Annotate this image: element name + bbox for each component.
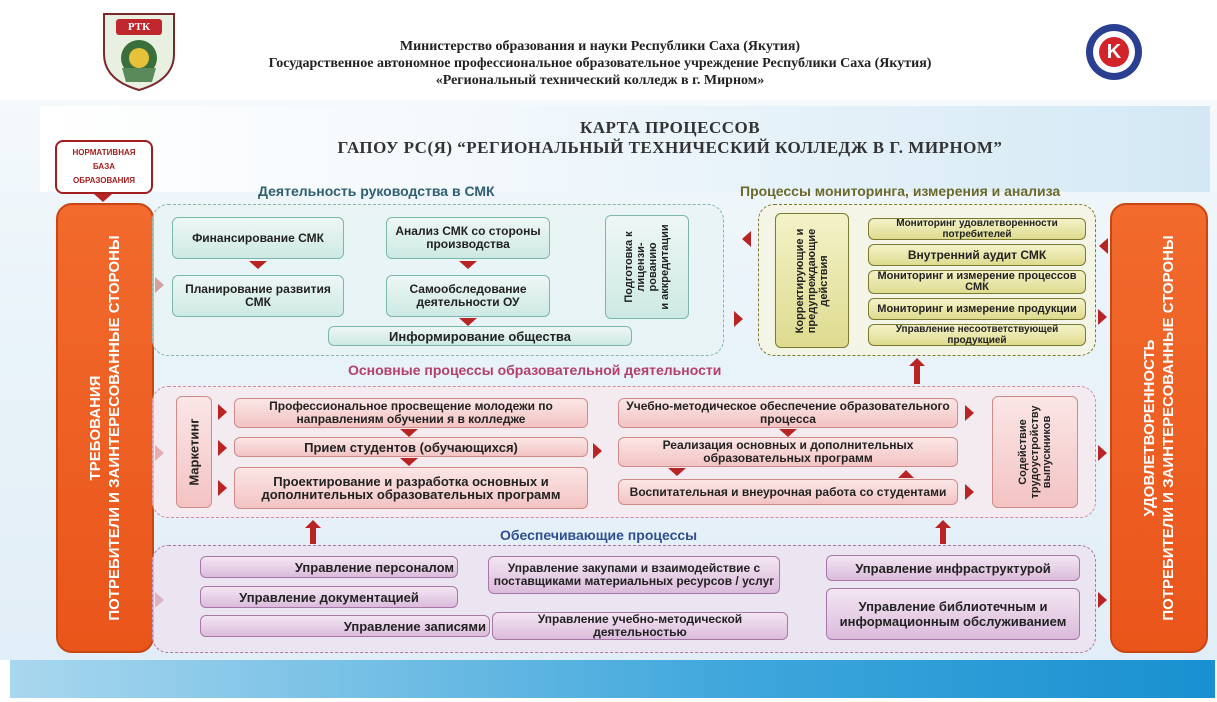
arrow-monitoring-to-management xyxy=(742,231,751,247)
arrow-methodical-implementation xyxy=(779,429,797,437)
licensing-line2: лицензи- xyxy=(635,242,647,292)
arrow-core-to-monitoring-head xyxy=(909,358,925,366)
marketing-label: Маркетинг xyxy=(186,418,202,486)
normative-line2: БАЗА xyxy=(92,162,115,171)
box-marketing: Маркетинг xyxy=(176,396,212,508)
monitoring-title: Процессы мониторинга, измерения и анализ… xyxy=(740,183,1061,199)
normative-line3: ОБРАЗОВАНИЯ xyxy=(73,176,135,185)
box-program-implementation: Реализация основных и дополнительных обр… xyxy=(618,437,958,467)
licensing-line4: и аккредитации xyxy=(659,224,671,310)
college-logo: РТК xyxy=(100,10,178,92)
arrow-right-from-satisfaction xyxy=(1099,238,1108,254)
box-corrective-actions: Корректирующие и предупреждающие действи… xyxy=(775,213,849,348)
box-methodical-management: Управление учебно-методической деятельно… xyxy=(492,612,788,640)
licensing-line1: Подготовка к xyxy=(623,231,635,303)
employment-line3: выпускников xyxy=(1041,415,1053,489)
header-text: Министерство образования и науки Республ… xyxy=(150,38,1050,89)
box-documentation-management: Управление документацией xyxy=(200,586,458,608)
satisfaction-side-line2: ПОТРЕБИТЕЛИ И ЗАИНТЕРЕСОВАННЫЕ СТОРОНЫ xyxy=(1160,235,1177,621)
core-title: Основные процессы образовательной деятел… xyxy=(348,362,722,378)
arrow-implementation-upbringing-left xyxy=(668,468,686,476)
box-informing: Информирование общества xyxy=(328,326,632,346)
arrow-monitoring-to-satisfaction xyxy=(1098,309,1107,325)
arrow-design-to-methodical xyxy=(593,443,602,459)
box-nonconforming-product: Управление несоответствующей продукцией xyxy=(868,324,1086,346)
normative-line1: НОРМАТИВНАЯ xyxy=(72,148,136,157)
box-self-assessment: Самообследование деятельности ОУ xyxy=(386,275,550,317)
arrow-normative-down xyxy=(94,194,112,202)
arrow-support-to-core-right-stem xyxy=(940,528,946,544)
box-infrastructure-management: Управление инфраструктурой xyxy=(826,555,1080,581)
arrow-financing-planning xyxy=(249,261,267,269)
corrective-line1: Корректирующие и xyxy=(794,228,806,333)
box-licensing: Подготовка к лицензи- рованию и аккредит… xyxy=(605,215,689,319)
arrow-support-to-satisfaction xyxy=(1098,592,1107,608)
box-process-monitoring: Мониторинг и измерение процессов СМК xyxy=(868,270,1086,294)
arrow-admission-design xyxy=(400,458,418,466)
arrow-upbringing-implementation-right xyxy=(898,470,914,478)
employment-line1: Содействие xyxy=(1017,419,1029,485)
box-records-management: Управление записями xyxy=(200,615,490,637)
arrow-management-to-monitoring xyxy=(734,311,743,327)
box-planning: Планирование развития СМК xyxy=(172,275,344,317)
box-analysis: Анализ СМК со стороны производства xyxy=(386,217,550,259)
box-financing: Финансирование СМК xyxy=(172,217,344,259)
box-product-monitoring: Мониторинг и измерение продукции xyxy=(868,298,1086,320)
certification-logo: K xyxy=(1084,22,1144,82)
corrective-line3: действия xyxy=(818,254,830,307)
licensing-line3: рованию xyxy=(647,242,659,292)
management-title: Деятельность руководства в СМК xyxy=(258,183,495,199)
arrow-career-admission xyxy=(400,429,418,437)
box-admission: Прием студентов (обучающихся) xyxy=(234,437,588,457)
box-personnel-management: Управление персоналом xyxy=(200,556,458,578)
arrow-analysis-selfassessment xyxy=(459,261,477,269)
title-banner xyxy=(40,106,1210,192)
box-methodical-support: Учебно-методическое обеспечение образова… xyxy=(618,398,958,428)
arrow-selfassessment-informing xyxy=(459,318,477,326)
college-logo-text: РТК xyxy=(127,21,151,33)
box-library-management: Управление библиотечным и информационным… xyxy=(826,588,1080,640)
normative-base-box: НОРМАТИВНАЯ БАЗА ОБРАЗОВАНИЯ xyxy=(55,140,153,194)
satisfaction-side-line1: УДОВЛЕТВОРЕННОСТЬ xyxy=(1141,339,1158,517)
requirements-side-bar: ТРЕБОВАНИЯ ПОТРЕБИТЕЛИ И ЗАИНТЕРЕСОВАННЫ… xyxy=(56,203,154,653)
map-title-line2: ГАПОУ РС(Я) “РЕГИОНАЛЬНЫЙ ТЕХНИЧЕСКИЙ КО… xyxy=(337,138,1003,157)
satisfaction-side-bar: УДОВЛЕТВОРЕННОСТЬ ПОТРЕБИТЕЛИ И ЗАИНТЕРЕ… xyxy=(1110,203,1208,653)
arrow-methodical-employment xyxy=(965,405,974,421)
header-college: «Региональный технический колледж в г. М… xyxy=(435,73,765,88)
arrow-marketing-design xyxy=(218,480,227,496)
requirements-side-line2: ПОТРЕБИТЕЛИ И ЗАИНТЕРЕСОВАННЫЕ СТОРОНЫ xyxy=(106,235,123,621)
corrective-line2: предупреждающие xyxy=(806,228,818,333)
satisfaction-side-text: УДОВЛЕТВОРЕННОСТЬ ПОТРЕБИТЕЛИ И ЗАИНТЕРЕ… xyxy=(1140,235,1178,620)
requirements-side-text: ТРЕБОВАНИЯ ПОТРЕБИТЕЛИ И ЗАИНТЕРЕСОВАННЫ… xyxy=(86,235,124,620)
box-customer-satisfaction: Мониторинг удовлетворенности потребителе… xyxy=(868,218,1086,240)
arrow-marketing-admission xyxy=(218,440,227,456)
arrow-support-to-core-right-head xyxy=(935,520,951,528)
arrow-support-to-core-left-head xyxy=(305,520,321,528)
header-institution: Государственное автономное профессиональ… xyxy=(268,56,932,71)
employment-line2: трудоустройству xyxy=(1029,405,1041,499)
certification-logo-text: K xyxy=(1106,41,1122,63)
box-employment-assistance: Содействие трудоустройству выпускников xyxy=(992,396,1078,508)
map-title-line1: КАРТА ПРОЦЕССОВ xyxy=(579,118,761,137)
box-program-design: Проектирование и разработка основных и д… xyxy=(234,467,588,509)
arrow-core-to-satisfaction xyxy=(1098,445,1107,461)
map-title: КАРТА ПРОЦЕССОВ ГАПОУ РС(Я) “РЕГИОНАЛЬНЫ… xyxy=(240,118,1100,158)
box-career-guidance: Профессиональное просвещение молодежи по… xyxy=(234,398,588,428)
arrow-core-to-monitoring-stem xyxy=(914,366,920,384)
arrow-upbringing-employment xyxy=(965,484,974,500)
arrow-support-to-core-left-stem xyxy=(310,528,316,544)
box-internal-audit: Внутренний аудит СМК xyxy=(868,244,1086,266)
box-procurement-management: Управление закупами и взаимодействие с п… xyxy=(488,556,780,594)
support-title: Обеспечивающие процессы xyxy=(500,527,698,543)
header-ministry: Министерство образования и науки Республ… xyxy=(399,39,801,54)
requirements-side-line1: ТРЕБОВАНИЯ xyxy=(87,375,104,481)
box-upbringing-work: Воспитательная и внеурочная работа со ст… xyxy=(618,479,958,505)
bottom-blue-bar xyxy=(10,660,1215,698)
arrow-marketing-career xyxy=(218,404,227,420)
